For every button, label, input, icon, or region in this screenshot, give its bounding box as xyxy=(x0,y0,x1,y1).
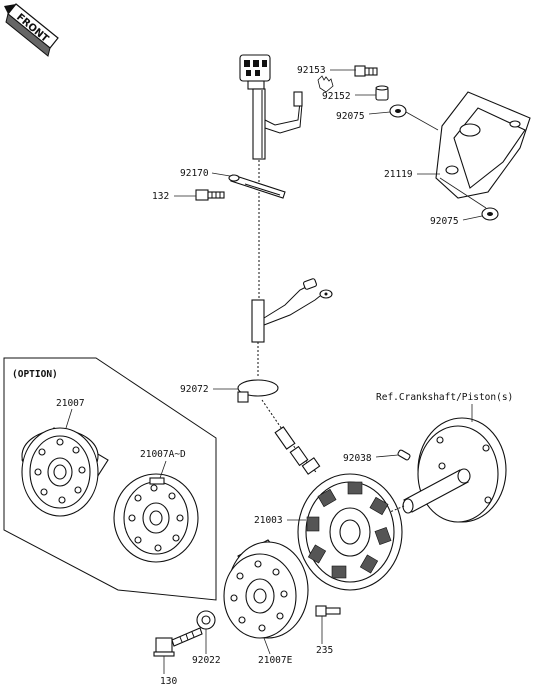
front-arrow-icon: FRONT xyxy=(4,3,59,57)
callout-92075-lower: 92075 xyxy=(430,216,459,227)
callout-130: 130 xyxy=(160,676,177,687)
collar-92152 xyxy=(375,85,389,101)
callout-21119: 21119 xyxy=(384,169,413,180)
callout-92072: 92072 xyxy=(180,384,209,395)
stator-21003 xyxy=(297,473,403,591)
callout-92075-upper: 92075 xyxy=(336,111,365,122)
callout-92170: 92170 xyxy=(180,168,209,179)
rotor-21007 xyxy=(21,427,109,517)
grommet-92075-upper xyxy=(389,104,407,118)
stator-lead-harness xyxy=(239,54,333,475)
crankshaft-ref xyxy=(389,417,507,523)
callouts: 92153 92152 92075 21119 92075 92170 132 … xyxy=(56,65,513,687)
callout-21007a-d: 21007A~D xyxy=(140,449,186,460)
callout-21007: 21007 xyxy=(56,398,85,409)
rotor-21007e xyxy=(223,539,309,639)
ref-crankshaft-label: Ref.Crankshaft/Piston(s) xyxy=(376,392,513,403)
pickup-cover-21119 xyxy=(435,91,531,199)
clamp-plate xyxy=(228,174,286,199)
washer-92022 xyxy=(196,610,216,630)
callout-92022: 92022 xyxy=(192,655,221,666)
rotor-21007a-d xyxy=(113,473,199,563)
key-92038 xyxy=(397,449,411,461)
hand-pointer-icon xyxy=(317,75,334,93)
bolt-130 xyxy=(153,627,203,657)
bolt-92153 xyxy=(354,65,378,77)
callout-92152: 92152 xyxy=(322,91,351,102)
callout-132: 132 xyxy=(152,191,169,202)
callout-235: 235 xyxy=(316,645,333,656)
bolt-132 xyxy=(195,189,225,201)
callout-21007e: 21007E xyxy=(258,655,293,666)
callout-92153: 92153 xyxy=(297,65,326,76)
option-box: (OPTION) xyxy=(3,357,217,601)
option-label: (OPTION) xyxy=(12,369,58,380)
screw-235 xyxy=(315,605,341,617)
callout-21003: 21003 xyxy=(254,515,283,526)
grommet-92075-lower xyxy=(481,207,499,221)
callout-92038: 92038 xyxy=(343,453,372,464)
clamp-92072 xyxy=(237,379,279,403)
